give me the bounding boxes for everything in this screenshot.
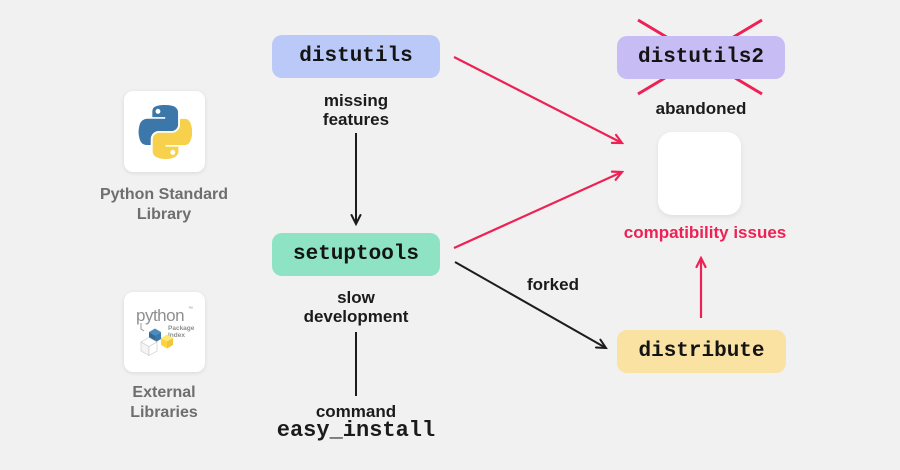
node-distutils2-label: distutils2 <box>637 46 765 69</box>
python-standard-library-card <box>124 91 205 172</box>
compatibility-box <box>658 132 741 215</box>
pypi-logo-icon: python ™ Package Index <box>136 306 195 357</box>
pypi-card: python ™ Package Index <box>124 292 205 372</box>
edge-distutils-compatibility <box>453 56 622 143</box>
node-setuptools-label: setuptools <box>292 243 420 266</box>
pypi-sub-index2: Index <box>168 332 185 339</box>
node-distribute-label: distribute <box>638 340 765 363</box>
annotation-abandoned: abandoned <box>655 99 747 118</box>
annotation-command: command <box>315 402 397 421</box>
node-distutils-label: distutils <box>299 45 413 68</box>
pypi-crane-hook <box>140 323 144 332</box>
pypi-wordmark: python <box>136 306 184 325</box>
pypi-cubes <box>139 328 173 357</box>
annotation-easy-install: easy_install <box>276 418 436 443</box>
python-logo-icon <box>138 104 192 159</box>
external-libraries-label: External Libraries <box>130 384 198 421</box>
python-standard-library-label: Python Standard Library <box>99 186 228 223</box>
node-setuptools: setuptools <box>272 233 440 276</box>
node-distutils: distutils <box>272 35 440 78</box>
node-distribute: distribute <box>617 330 786 373</box>
annotation-missing-features: missing features <box>322 91 390 130</box>
node-distutils2: distutils2 <box>617 36 785 79</box>
annotation-compatibility-issues: compatibility issues <box>623 223 787 242</box>
pypi-trademark: ™ <box>188 306 193 312</box>
pypi-sub-package: Package <box>168 325 195 332</box>
annotation-slow-development: slow development <box>303 288 409 327</box>
annotation-forked: forked <box>527 275 579 294</box>
